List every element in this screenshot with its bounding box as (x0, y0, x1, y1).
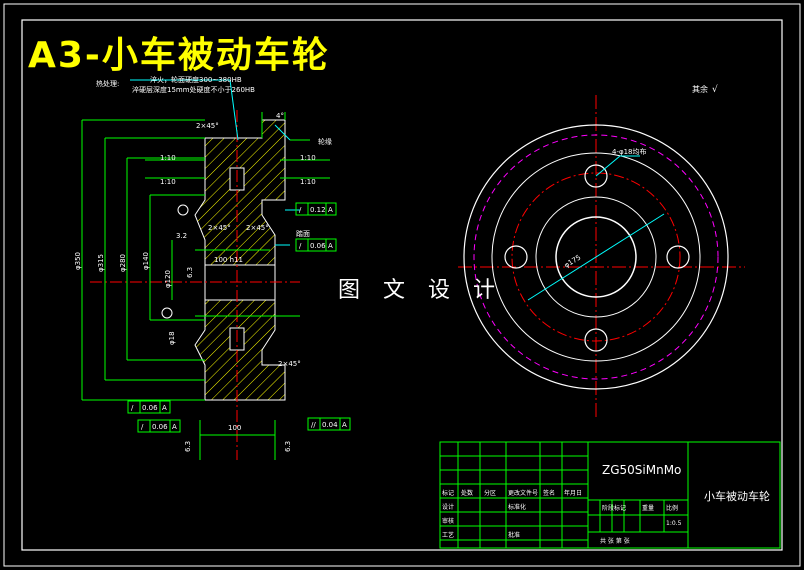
hub-outer-circle (535, 196, 657, 318)
dim-140: φ140 (142, 252, 150, 270)
tread-dashed-circle (473, 134, 719, 380)
inner-border (21, 19, 783, 551)
tb-sheets: 共 张 第 张 (600, 537, 630, 545)
watermark: 图 文 设 计 (338, 278, 503, 303)
tb-ratio: 比例 (666, 504, 678, 512)
tb-label-count: 处数 (461, 489, 473, 497)
tb-label-mark: 标记 (442, 489, 454, 497)
dim-ratio2: 1:10 (160, 178, 176, 186)
section-hatch-upper (194, 119, 286, 266)
dim-ratio1: 1:10 (160, 154, 176, 162)
surface-note: 其余 (692, 84, 708, 94)
web-outer-circle (491, 152, 701, 362)
hole-leader (595, 155, 621, 177)
heat-treatment-line2: 淬硬层深度15mm处硬度不小于260HB (132, 85, 255, 94)
heat-treatment-line1: 淬火，轮面硬度300~380HB (150, 75, 242, 84)
dim-chamfer-bottom: 2×45° (278, 360, 301, 368)
outer-border (3, 3, 801, 567)
rough-d: 6.3 (284, 441, 292, 452)
bolt-hole-bottom (584, 328, 608, 352)
dim-angle: 4° (276, 112, 284, 120)
outer-rim-circle (463, 124, 729, 390)
tb-stage: 阶段标记 (602, 504, 626, 512)
tol5-value: 0.04 (322, 421, 338, 429)
tb-part-name: 小车被动车轮 (704, 489, 770, 503)
datum-mark-upper (177, 204, 189, 216)
dim-ratio4: 1:10 (300, 178, 316, 186)
tb-scale: 1:0.5 (666, 520, 682, 527)
tolerance-frame-5: // 0.04 A (307, 417, 351, 431)
heat-treatment-label: 热处理: (96, 79, 119, 88)
dim-chamfer-top: 2×45° (196, 122, 219, 130)
tb-process: 工艺 (442, 531, 454, 539)
tol2-symbol: / (299, 242, 302, 250)
dim-315: φ315 (97, 254, 105, 272)
tol1-symbol: / (299, 206, 302, 214)
pitch-circle (511, 172, 681, 342)
tol3-symbol: / (131, 404, 134, 412)
tol4-datum: A (172, 423, 177, 431)
rough-c: 6.3 (184, 441, 192, 452)
tolerance-frame-2: / 0.06 A (295, 238, 337, 252)
tol3-datum: A (162, 404, 167, 412)
tol3-value: 0.06 (142, 404, 158, 412)
tb-label-change: 更改文件号 (508, 489, 538, 497)
hole-label: 4-φ18均布 (612, 147, 647, 156)
section-view: 热处理: 淬火，轮面硬度300~380HB 淬硬层深度15mm处硬度不小于260… (74, 75, 351, 460)
dim-120: φ120 (164, 270, 172, 288)
dim-chamfer-mid2: 2×45° (246, 224, 269, 232)
bolt-hole-right (666, 245, 690, 269)
tb-material: ZG50SiMnMo (602, 463, 681, 477)
tread-label: 踏面 (296, 229, 310, 238)
flange-label: 轮缘 (318, 137, 332, 146)
pcd-leader (527, 213, 665, 301)
dim-width-bottom: 100 (228, 424, 241, 432)
tb-design: 设计 (442, 503, 454, 511)
front-view: 4-φ18均布 φ175 其余 √ (458, 84, 745, 420)
dim-width: 100 h11 (214, 256, 243, 264)
tol2-datum: A (328, 242, 333, 250)
tolerance-frame-1: / 0.12 A (295, 202, 337, 216)
tol1-datum: A (328, 206, 333, 214)
rough-b: 6.3 (186, 267, 194, 278)
bolt-hole-top (584, 164, 608, 188)
tolerance-frame-3: / 0.06 A (127, 400, 171, 414)
tb-label-sign: 签名 (543, 489, 555, 497)
tol5-symbol: // (311, 421, 316, 429)
tol2-value: 0.06 (310, 242, 326, 250)
bolt-hole-left (504, 245, 528, 269)
roughness-icon: √ (712, 84, 718, 95)
dim-280: φ280 (119, 254, 127, 272)
tb-label-date: 年月日 (564, 489, 582, 497)
dim-ratio3: 1:10 (300, 154, 316, 162)
tolerance-frame-4: / 0.06 A (137, 419, 181, 433)
dim-hole: φ18 (168, 331, 176, 345)
dim-chamfer-mid1: 2×45° (208, 224, 231, 232)
tb-label-zone: 分区 (484, 489, 496, 497)
tol4-symbol: / (141, 423, 144, 431)
bore-circle (555, 216, 637, 298)
tol1-value: 0.12 (310, 206, 326, 214)
dim-350: φ350 (74, 252, 82, 270)
datum-mark-lower (161, 307, 173, 319)
tb-review: 审核 (442, 517, 454, 525)
rough-a: 3.2 (176, 232, 187, 240)
tb-approve: 批准 (508, 531, 520, 539)
drawing-title: A3-小车被动车轮 (28, 35, 330, 76)
tb-standard: 标准化 (508, 503, 526, 511)
tol5-datum: A (342, 421, 347, 429)
tol4-value: 0.06 (152, 423, 168, 431)
title-block (439, 441, 781, 549)
tb-weight: 重量 (642, 504, 654, 512)
